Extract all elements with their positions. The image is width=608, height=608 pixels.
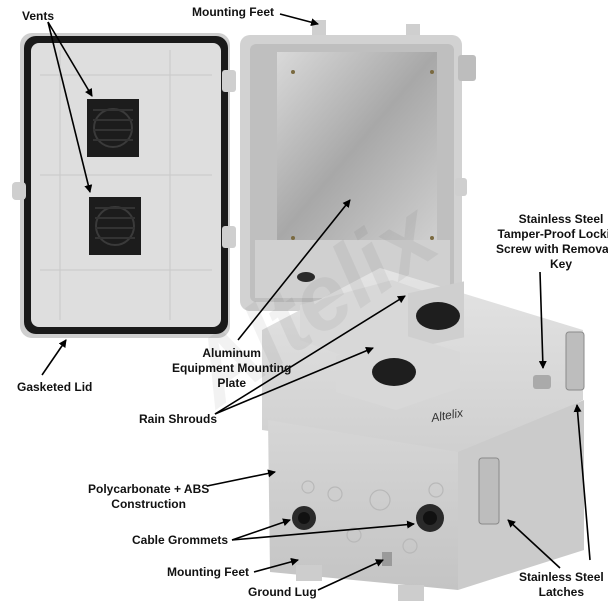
- label-ground-lug: Ground Lug: [248, 585, 317, 599]
- brand-logo: Altelix: [429, 405, 465, 425]
- vent-bottom: [89, 197, 141, 255]
- label-mounting-feet-top: Mounting Feet: [192, 5, 274, 19]
- label-gasketed-lid: Gasketed Lid: [17, 380, 93, 394]
- callout-arrows: [41, 13, 591, 591]
- locking-screw: [533, 375, 551, 389]
- mounting-foot-right: [398, 585, 424, 601]
- vent-top: [87, 99, 139, 157]
- label-rain-shrouds: Rain Shrouds: [139, 412, 218, 426]
- label-stainless-steel-screw: Stainless Steel Tamper-Proof Locking Scr…: [496, 212, 608, 271]
- latch-side: [565, 331, 585, 391]
- rain-shroud-bottom-opening: [372, 358, 416, 386]
- ground-lug: [382, 552, 392, 566]
- label-stainless-latches: Stainless Steel Latches: [519, 570, 604, 599]
- closed-enclosure: [262, 268, 585, 601]
- gasketed-lid: [12, 33, 236, 338]
- label-aluminum-plate: Aluminum Equipment Mounting Plate: [172, 346, 292, 390]
- label-polycarbonate: Polycarbonate + ABS Construction: [88, 482, 210, 511]
- label-cable-grommets: Cable Grommets: [132, 533, 229, 547]
- latch-front: [478, 457, 500, 525]
- aluminum-mounting-plate: [277, 52, 437, 240]
- label-vents: Vents: [22, 9, 55, 23]
- mounting-foot-left: [296, 565, 322, 581]
- rain-shroud-top-opening: [416, 302, 460, 330]
- label-mounting-feet-bottom: Mounting Feet: [167, 565, 249, 579]
- latch-top: [458, 55, 476, 81]
